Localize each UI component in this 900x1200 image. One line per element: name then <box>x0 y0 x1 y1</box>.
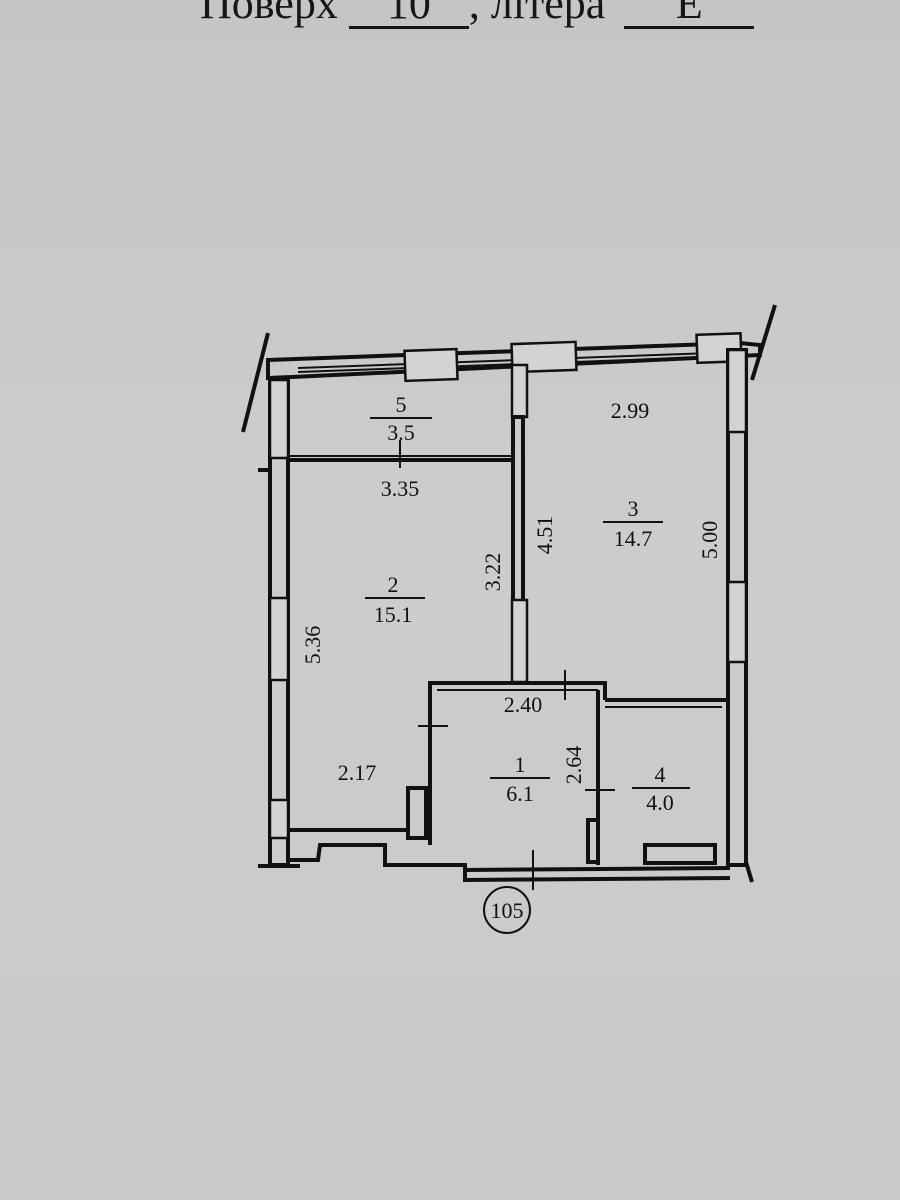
dimension-2-17: 2.17 <box>338 760 377 785</box>
letter-label: літера <box>490 0 606 28</box>
right-exterior-wall <box>726 348 754 883</box>
interior-wall-2-3 <box>510 363 529 684</box>
document-header: Поверх 10, літера Е <box>200 0 755 29</box>
dimension-4-51: 4.51 <box>532 516 557 555</box>
balcony-partition <box>290 440 512 468</box>
apartment-number: 105 <box>491 898 524 923</box>
bottom-exterior-wall <box>258 828 731 890</box>
room-4-walls <box>605 698 728 865</box>
room-5-number: 5 <box>396 392 407 417</box>
room-1-number: 1 <box>515 752 526 777</box>
dimension-2-40: 2.40 <box>504 692 543 717</box>
room-3-number: 3 <box>628 496 639 521</box>
room-2-area: 15.1 <box>374 602 413 627</box>
top-exterior-wall <box>241 304 777 433</box>
separator: , <box>468 0 480 28</box>
floor-value: 10 <box>348 0 469 29</box>
left-exterior-wall <box>258 378 290 867</box>
room-5-area: 3.5 <box>387 420 415 445</box>
dimension-2-99: 2.99 <box>611 398 650 423</box>
floor-label: Поверх <box>200 0 338 28</box>
room-4-area: 4.0 <box>646 790 674 815</box>
room-1-area: 6.1 <box>506 781 534 806</box>
letter-value: Е <box>624 0 755 29</box>
dimension-5-36: 5.36 <box>300 626 325 665</box>
room-3-area: 14.7 <box>614 526 653 551</box>
dimension-3-35: 3.35 <box>381 476 420 501</box>
dimension-2-64: 2.64 <box>561 746 586 785</box>
apartment-number-circle <box>483 886 531 934</box>
room-4-number: 4 <box>655 762 666 787</box>
dimension-3-22: 3.22 <box>480 553 505 592</box>
dimension-5-00: 5.00 <box>697 521 722 560</box>
room-2-number: 2 <box>388 572 399 597</box>
room-1-walls <box>406 670 615 865</box>
